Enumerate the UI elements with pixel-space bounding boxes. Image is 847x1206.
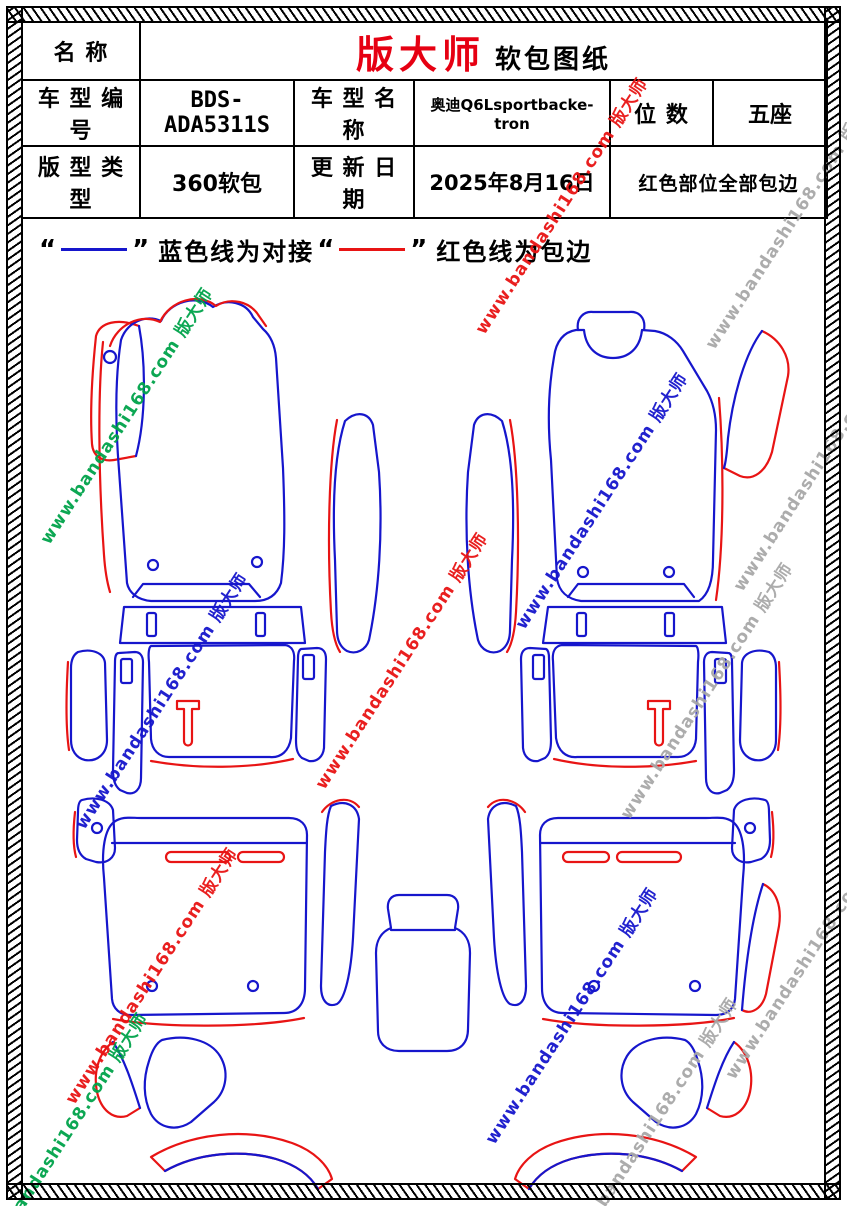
rear-lower-right-pieces (513, 1036, 753, 1191)
date-value: 2025年8月16日 (413, 145, 611, 219)
open-quote: “ (317, 234, 335, 265)
model-name-label: 车 型 名 称 (293, 79, 415, 147)
edging-note: 红色部位全部包边 (608, 145, 829, 219)
border-bottom (6, 1183, 841, 1200)
front-right-mat-group (541, 310, 728, 645)
border-top (6, 6, 841, 23)
close-quote: ” (132, 234, 150, 265)
front-right-pillar-trim (722, 329, 790, 479)
type-value: 360软包 (139, 145, 295, 219)
legend: “ ” 蓝色线为对接 “ ” 红色线为包边 (36, 232, 592, 267)
header-table: 名 称 版大师软包图纸 车 型 编 号 BDS-ADA5311S 车 型 名 称… (21, 21, 829, 219)
type-label: 版 型 类 型 (21, 145, 141, 219)
open-quote: “ (39, 234, 57, 265)
front-left-mat-group (90, 297, 307, 645)
rear-right-mat-group (486, 797, 781, 1027)
close-quote: ” (410, 234, 428, 265)
red-line-sample (339, 248, 406, 251)
blue-line-label: 蓝色线为对接 (158, 238, 315, 266)
model-no-value: BDS-ADA5311S (139, 79, 295, 147)
doc-title: 软包图纸 (495, 44, 612, 75)
middle-right-trim-pieces (519, 643, 782, 795)
rear-left-mat-group (72, 797, 361, 1027)
model-no-label: 车 型 编 号 (21, 79, 141, 147)
seats-value: 五座 (711, 79, 829, 147)
model-name-value: 奥迪Q6Lsportbacke-tron (413, 79, 611, 147)
red-line-label: 红色线为包边 (436, 238, 593, 266)
right-rocker-strip (465, 413, 520, 654)
name-label: 名 称 (21, 21, 141, 81)
rear-lower-left-pieces (94, 1036, 334, 1191)
blue-line-sample (61, 248, 128, 251)
brand-title: 版大师 (355, 32, 485, 77)
date-label: 更 新 日 期 (293, 145, 415, 219)
border-right (824, 6, 841, 1200)
seats-label: 位 数 (609, 79, 714, 147)
left-rocker-strip (327, 413, 382, 654)
center-tunnel-piece (374, 893, 472, 1053)
middle-left-trim-pieces (65, 643, 328, 795)
border-left (6, 6, 23, 1200)
doc-title-cell: 版大师软包图纸 (138, 21, 829, 81)
